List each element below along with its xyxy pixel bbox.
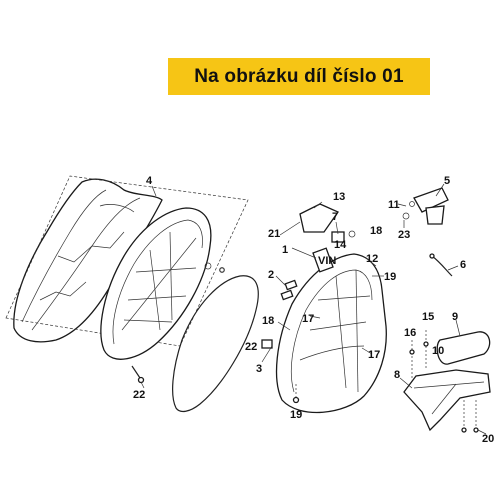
clip-2 <box>284 279 298 291</box>
hinge-22 <box>261 339 273 349</box>
bolt-22-left <box>131 365 145 384</box>
gasket-seal <box>172 275 259 413</box>
clip-2b <box>280 289 294 301</box>
callout-12: 12 <box>366 253 378 265</box>
bolt-column-15-16 <box>409 330 429 378</box>
latch-5 <box>402 187 449 225</box>
callout-labels: 4 22 13 21 1 2 18 22 3 19 7 14 18 12 19 … <box>133 175 494 445</box>
callout-11: 11 <box>388 199 400 211</box>
callout-17-right: 17 <box>368 349 380 361</box>
seat-pan <box>100 207 225 360</box>
callout-15: 15 <box>422 311 434 323</box>
callout-20: 20 <box>482 433 494 445</box>
callout-6: 6 <box>460 259 466 271</box>
callout-4: 4 <box>146 175 153 187</box>
label-plate: VIN <box>312 247 336 273</box>
callout-8: 8 <box>394 369 400 381</box>
luggage-box <box>275 253 387 414</box>
callout-19-right: 19 <box>384 271 396 283</box>
callout-21: 21 <box>268 228 280 240</box>
callout-9: 9 <box>452 311 458 323</box>
callout-3: 3 <box>256 363 262 375</box>
callout-14: 14 <box>334 239 347 251</box>
leader-lines <box>140 183 487 435</box>
bolts-20 <box>461 400 479 433</box>
callout-19-lower: 19 <box>290 409 302 421</box>
callout-23: 23 <box>398 229 410 241</box>
callout-18-right: 18 <box>370 225 382 237</box>
callout-10: 10 <box>432 345 444 357</box>
part-number-banner: Na obrázku díl číslo 01 <box>168 58 430 95</box>
callout-7: 7 <box>332 211 338 223</box>
callout-18-left: 18 <box>262 315 274 327</box>
callout-5: 5 <box>444 175 450 187</box>
callout-22-mid: 22 <box>245 341 257 353</box>
callout-17-mid: 17 <box>302 313 314 325</box>
cable-6 <box>431 255 453 277</box>
callout-16: 16 <box>404 327 416 339</box>
seat <box>13 178 163 343</box>
callout-13: 13 <box>333 191 345 203</box>
bolt-19-lower <box>292 384 300 404</box>
backrest-pad-9 <box>436 331 491 365</box>
callout-1: 1 <box>282 244 288 256</box>
callout-2: 2 <box>268 269 274 281</box>
callout-22-left: 22 <box>133 389 145 401</box>
banner-text: Na obrázku díl číslo 01 <box>194 65 404 87</box>
rear-carrier-8 <box>403 369 491 432</box>
label-plate-text: VIN <box>318 255 336 267</box>
